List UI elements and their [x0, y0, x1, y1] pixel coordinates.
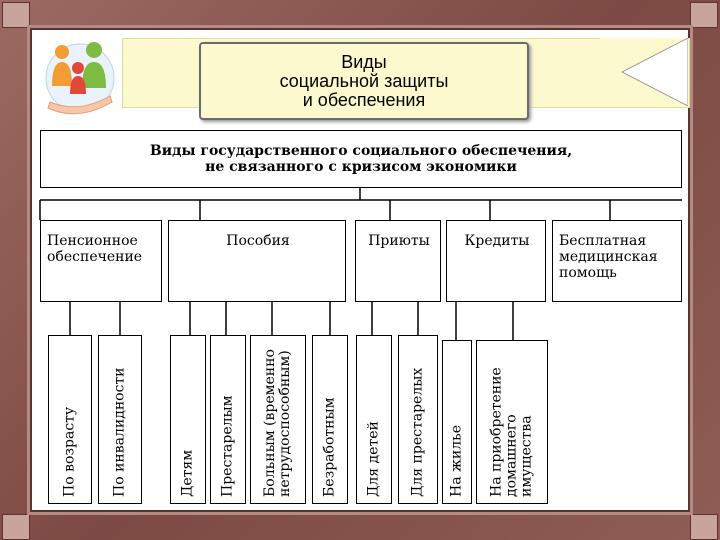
leaf-label: Для престарелых	[409, 367, 426, 497]
leaf-children: Детям	[170, 335, 206, 504]
node-label: Приюты	[368, 233, 430, 249]
title-line: Виды	[341, 51, 387, 72]
leaf-elderly: Престарелым	[210, 335, 246, 504]
node-allowances: Пособия	[168, 220, 346, 302]
node-shelters: Приюты	[355, 220, 441, 302]
leaf-label: На жилье	[448, 424, 465, 497]
node-label: Пособия	[226, 233, 290, 249]
root-node: Виды государственного социального обеспе…	[40, 130, 682, 188]
leaf-for-elderly: Для престарелых	[398, 335, 438, 504]
leaf-label: Детям	[179, 449, 196, 497]
leaf-label: По возрасту	[61, 406, 78, 497]
slide-title: Виды социальной защиты и обеспечения	[199, 42, 529, 120]
leaf-housing: На жилье	[442, 340, 472, 504]
node-label: Пенсионное обеспечение	[47, 233, 143, 265]
node-label: Кредиты	[464, 233, 530, 249]
leaf-sick: Больным (временно нетрудоспособным)	[250, 335, 306, 504]
node-medical: Бесплатная медицинская помощь	[552, 220, 682, 302]
leaf-by-disability: По инвалидности	[98, 335, 142, 504]
leaf-unemployed: Безработным	[312, 335, 348, 504]
leaf-label: На приобретение домашнего имущества	[488, 367, 535, 497]
leaf-label: Престарелым	[219, 395, 236, 497]
leaf-label: Безработным	[321, 397, 338, 497]
node-credits: Кредиты	[446, 220, 546, 302]
root-line: не связанного с кризисом экономики	[205, 159, 517, 175]
family-logo-icon	[45, 42, 115, 115]
title-line: социальной защиты	[279, 70, 449, 91]
frame-corner	[690, 2, 718, 28]
banner-arrow-icon	[600, 38, 688, 106]
frame-corner	[2, 2, 30, 28]
frame-corner	[2, 514, 30, 540]
title-line: и обеспечения	[302, 89, 426, 110]
leaf-property: На приобретение домашнего имущества	[476, 340, 548, 504]
frame-corner	[690, 514, 718, 540]
leaf-label: По инвалидности	[111, 367, 128, 498]
leaf-for-children: Для детей	[356, 335, 392, 504]
root-line: Виды государственного социального обеспе…	[149, 143, 573, 159]
leaf-label: Для детей	[365, 421, 382, 497]
leaf-by-age: По возрасту	[48, 335, 92, 504]
leaf-label: Больным (временно нетрудоспособным)	[262, 349, 293, 497]
node-label: Бесплатная медицинская помощь	[559, 233, 658, 281]
node-pension: Пенсионное обеспечение	[40, 220, 162, 302]
